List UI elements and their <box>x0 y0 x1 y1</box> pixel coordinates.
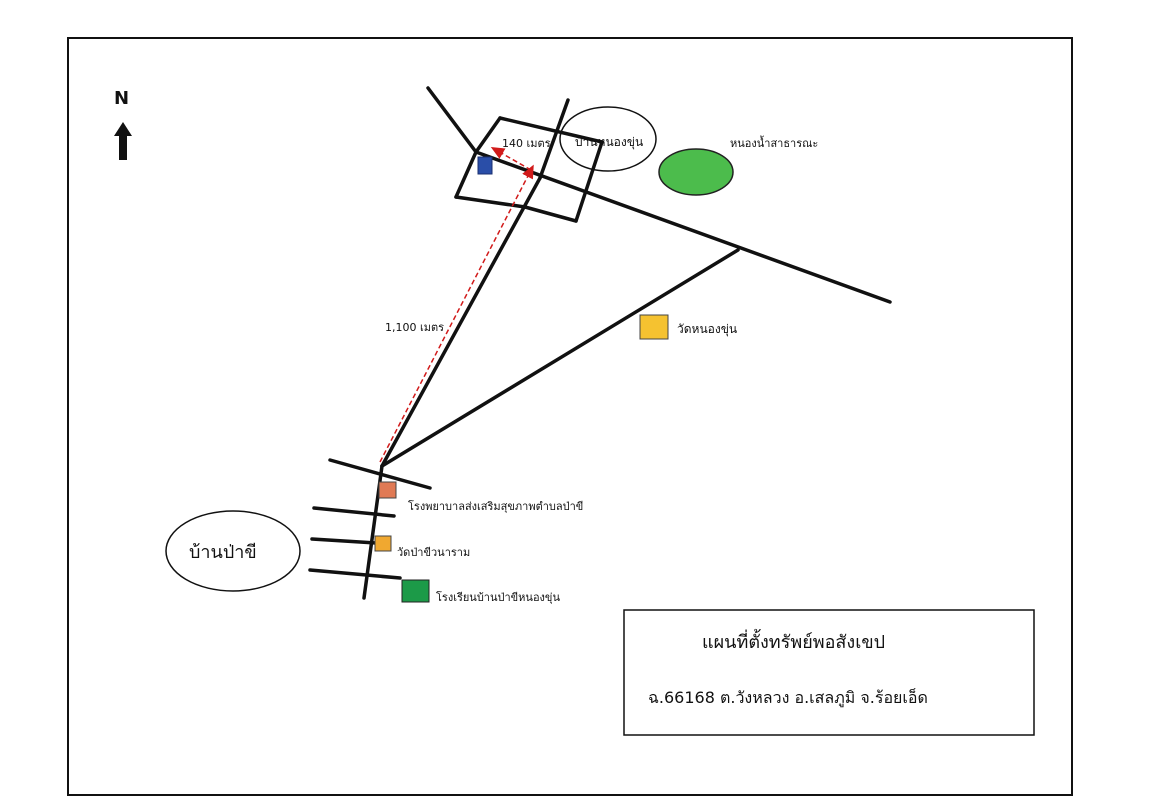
temple-north-marker <box>639 314 669 340</box>
road-block-west <box>454 150 478 199</box>
school-label: โรงเรียนบ้านป่าขีหนองขุ่น <box>436 590 560 604</box>
property-marker <box>477 156 493 175</box>
road-north-vertical <box>538 98 570 180</box>
legend-box <box>623 609 1035 736</box>
road-branch-2 <box>310 537 378 545</box>
road-block-left <box>474 116 502 154</box>
village-south-oval <box>165 510 301 592</box>
village-north-label: บ้านหนองขุ่น <box>575 135 643 150</box>
road-diagonal-northeast <box>380 248 740 468</box>
temple-north-label: วัดหนองขุ่น <box>677 322 737 337</box>
map-legend: แผนที่ตั้งทรัพย์พอสังเขป ฉ.66168 ต.วังหล… <box>623 609 1035 736</box>
route-long-segment <box>379 164 534 463</box>
temple-south-marker <box>374 535 392 552</box>
north-label: N <box>114 88 129 109</box>
road-branch-1 <box>312 506 396 518</box>
road-branch-3 <box>308 568 402 580</box>
road-northwest-spur <box>426 86 478 154</box>
legend-title: แผนที่ตั้งทรัพย์พอสังเขป <box>702 629 885 653</box>
distance-short-label: 140 เมตร <box>502 137 551 150</box>
road-main-south <box>380 176 542 468</box>
village-north-oval <box>559 106 657 172</box>
temple-south-label: วัดป่าขีวนาราม <box>397 546 470 559</box>
village-south-label: บ้านป่าขี <box>189 542 257 563</box>
school-marker <box>401 579 430 603</box>
legend-subtitle: ฉ.66168 ต.วังหลวง อ.เสลภูมิ จ.ร้อยเอ็ด <box>648 687 928 708</box>
road-block-bottom-right <box>523 205 578 223</box>
map-frame <box>67 37 1073 796</box>
road-block-top <box>498 116 604 144</box>
route-to-property <box>379 147 534 463</box>
road-block-right <box>574 140 604 223</box>
north-arrow: N <box>114 88 132 160</box>
north-arrow-icon <box>114 122 132 160</box>
route-short-segment <box>490 147 532 171</box>
road-network <box>308 86 892 600</box>
hospital-label: โรงพยาบาลส่งเสริมสุขภาพตำบลป่าขี <box>408 499 583 513</box>
pond-label: หนองน้ำสาธารณะ <box>730 135 818 150</box>
hospital-marker <box>378 481 397 499</box>
road-main-east <box>474 150 892 304</box>
distance-long-label: 1,100 เมตร <box>385 321 444 334</box>
public-pond <box>658 148 734 196</box>
